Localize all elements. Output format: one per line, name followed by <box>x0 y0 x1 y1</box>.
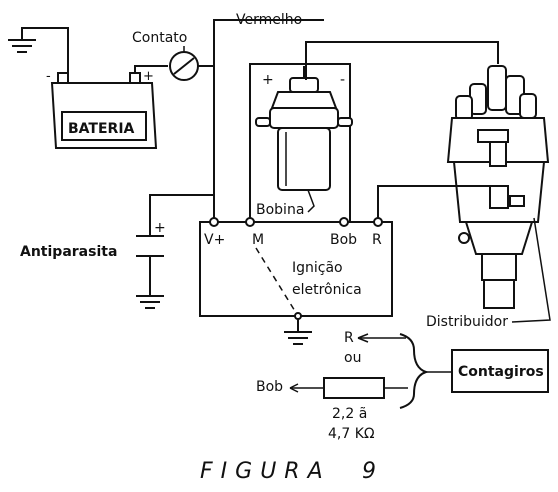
module-label-line2: eletrônica <box>292 282 362 298</box>
terminal-r-label: R <box>372 232 382 248</box>
capacitor-antiparasita: + Antiparasita <box>20 194 214 309</box>
battery-neg-label: - <box>46 69 51 84</box>
coil-neg-label: - <box>340 72 345 88</box>
terminal-bob-label: Bob <box>330 232 357 248</box>
capacitor-pos-label: + <box>154 220 166 236</box>
tach-ou-label: ou <box>344 350 361 366</box>
figure-caption-title: FIGURA <box>200 459 331 484</box>
battery-pos-label: + <box>143 69 154 84</box>
battery: - + BATERIA <box>46 69 158 149</box>
tach-bob-label: Bob <box>256 379 283 395</box>
ignition-coil: + - Bobina <box>255 66 353 218</box>
resistor-label-line1: 2,2 ã <box>332 406 367 422</box>
capacitor-label: Antiparasita <box>20 244 117 260</box>
coil-pos-label: + <box>262 72 274 88</box>
tach-label: Contagiros <box>458 364 544 380</box>
resistor-label-line2: 4,7 KΩ <box>328 426 375 442</box>
module-label-line1: Ignição <box>292 260 343 276</box>
ignition-module: V+ M Bob R Ignição eletrônica <box>199 217 393 317</box>
distributor-label: Distribuidor <box>426 314 508 330</box>
coil-frame <box>249 63 351 222</box>
figure-caption-number: 9 <box>362 459 384 484</box>
terminal-v-label: V+ <box>204 232 225 248</box>
battery-ground-symbol <box>8 27 69 72</box>
module-ground-symbol <box>284 312 312 345</box>
ignition-switch: Contato <box>132 30 199 81</box>
tach-r-label: R <box>344 330 354 346</box>
tachometer-wiring: R ou Contagiros Bob 2,2 ã 4,7 KΩ <box>256 330 549 442</box>
distributor: Distribuidor <box>426 65 551 330</box>
red-wire-label: Vermelho <box>236 12 302 28</box>
coil-label: Bobina <box>256 202 304 218</box>
switch-label: Contato <box>132 30 187 46</box>
battery-label: BATERIA <box>68 121 135 137</box>
terminal-m-label: M <box>252 232 264 248</box>
